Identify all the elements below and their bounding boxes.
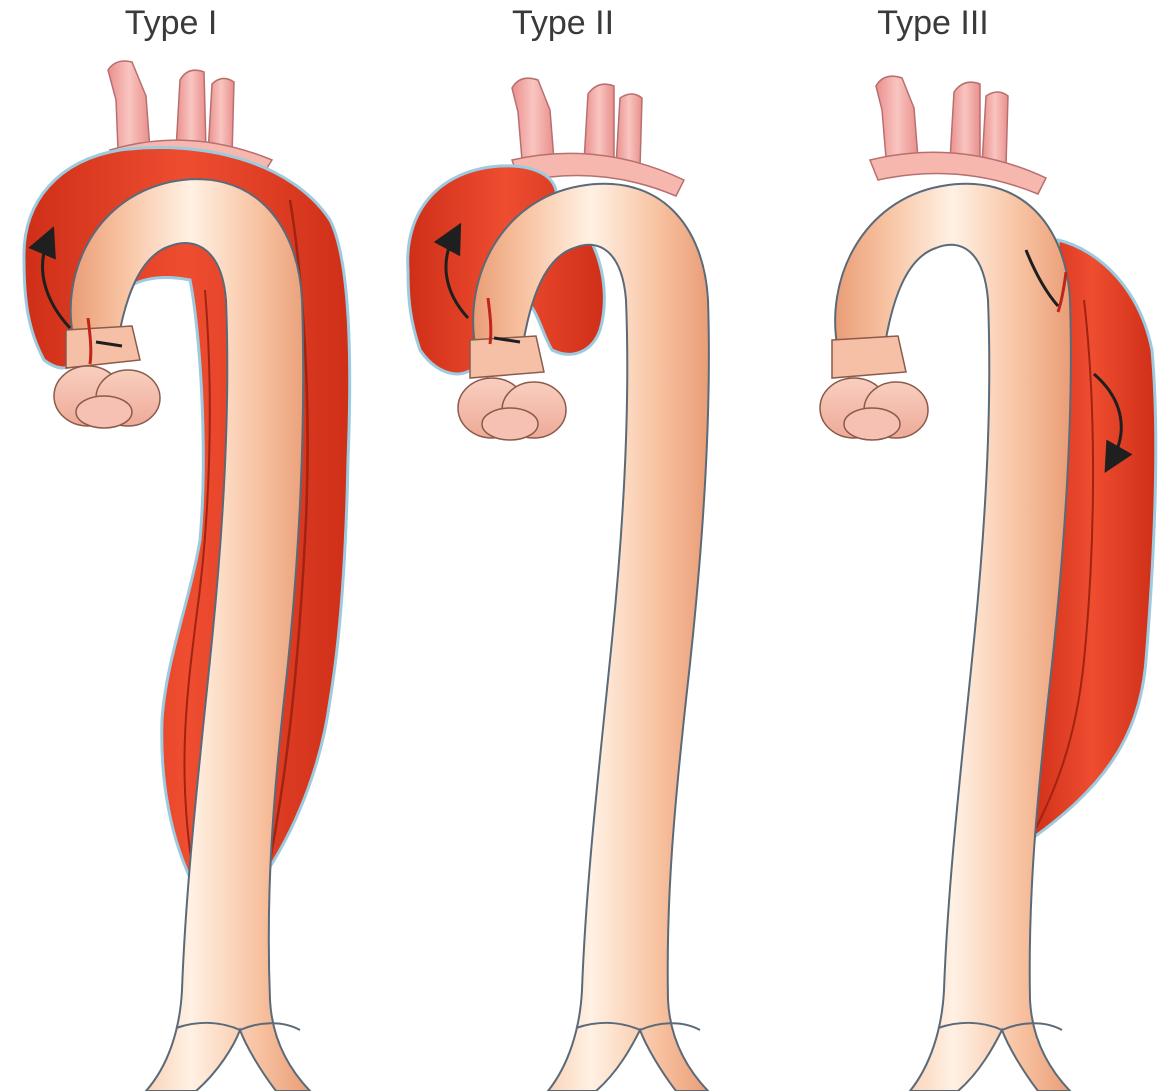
arch-branch-vessels xyxy=(870,76,1046,194)
aorta-type-i xyxy=(24,61,350,1091)
aortic-tube-type-iii xyxy=(835,184,1071,1091)
false-lumen-type-i xyxy=(24,148,350,890)
aorta-type-ii xyxy=(408,78,709,1091)
panel-label-type-ii: Type II xyxy=(512,4,614,42)
aortic-root xyxy=(458,336,566,440)
panel-label-type-i: Type I xyxy=(125,4,218,42)
aortic-root xyxy=(54,326,160,428)
aorta-type-iii xyxy=(820,76,1156,1091)
aortic-root xyxy=(820,336,928,440)
panel-label-type-iii: Type III xyxy=(877,4,989,42)
